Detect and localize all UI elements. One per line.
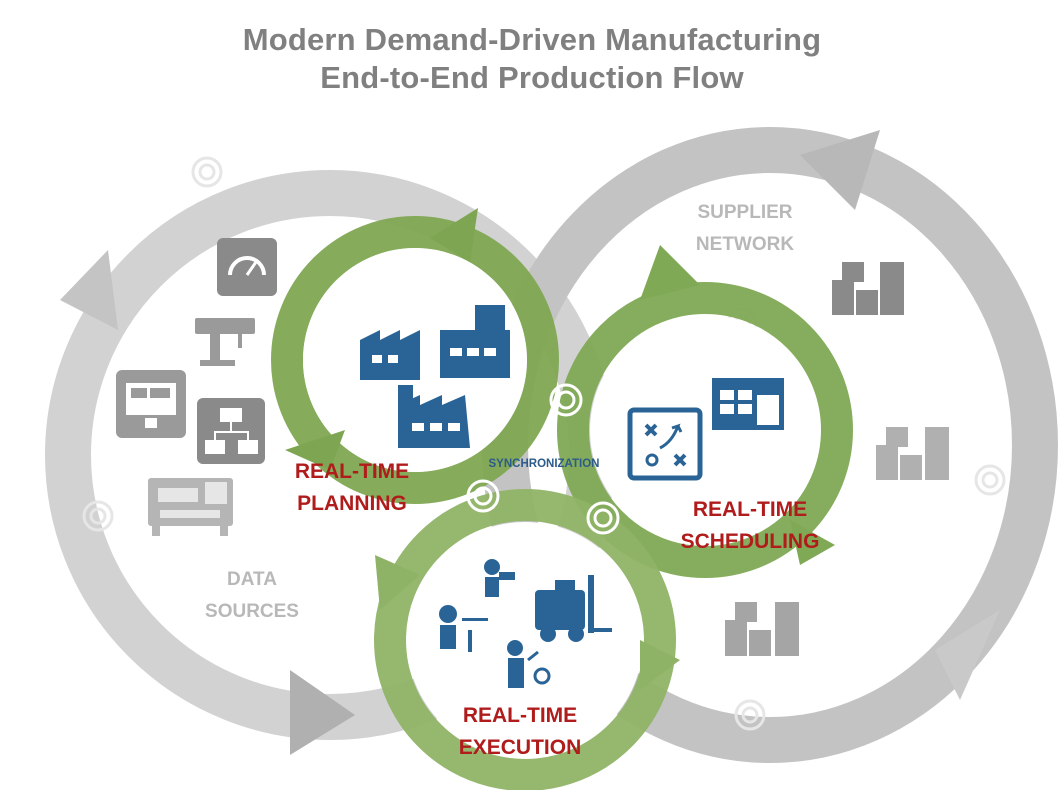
planning-ring: [271, 208, 559, 504]
planning-label-line2: PLANNING: [297, 492, 407, 515]
supplier-network-label-line2: NETWORK: [696, 234, 794, 255]
factory-icon: [398, 385, 470, 448]
scheduling-label-line2: SCHEDULING: [681, 530, 820, 553]
data-sources-label-line2: SOURCES: [205, 601, 299, 622]
factory-icon: [360, 330, 420, 380]
ring-arrow-head-right: [935, 610, 1000, 700]
data-sources-ring: [45, 170, 615, 755]
diagram-title-line2: End-to-End Production Flow: [320, 60, 744, 95]
city-icon: [832, 262, 904, 315]
execution-label-line2: EXECUTION: [459, 736, 582, 759]
ring-arrow-head-top: [800, 130, 880, 210]
sync-target-marks: [466, 383, 620, 535]
scheduling-label-line1: REAL-TIME: [693, 498, 807, 521]
diagram-title-line1: Modern Demand-Driven Manufacturing: [242, 22, 822, 57]
network-icon: [197, 398, 265, 464]
city-icon: [725, 602, 799, 656]
data-sources-label-line1: DATA: [227, 569, 277, 590]
strategy-board-icon: [627, 407, 703, 481]
scheduling-ring: [557, 245, 853, 578]
execution-label-line1: REAL-TIME: [463, 704, 577, 727]
factory-icon: [440, 305, 510, 378]
gauge-icon: [217, 238, 277, 296]
printer-icon: [148, 478, 233, 536]
machine-icon: [195, 318, 255, 366]
worker-icon: [484, 559, 515, 597]
synchronization-label: SYNCHRONIZATION: [489, 458, 600, 470]
ring-arrow-head-bottom: [290, 670, 355, 755]
forklift-icon: [535, 575, 612, 642]
planning-label-line1: REAL-TIME: [295, 460, 409, 483]
warehouse-icon: [712, 378, 784, 430]
monitor-icon: [116, 370, 186, 438]
city-icon: [876, 427, 949, 480]
worker-icon: [507, 640, 551, 688]
ring-arrow-head-left: [60, 250, 118, 330]
worker-icon: [439, 605, 488, 652]
supplier-network-label-line1: SUPPLIER: [697, 202, 792, 223]
execution-ring: [374, 489, 680, 790]
